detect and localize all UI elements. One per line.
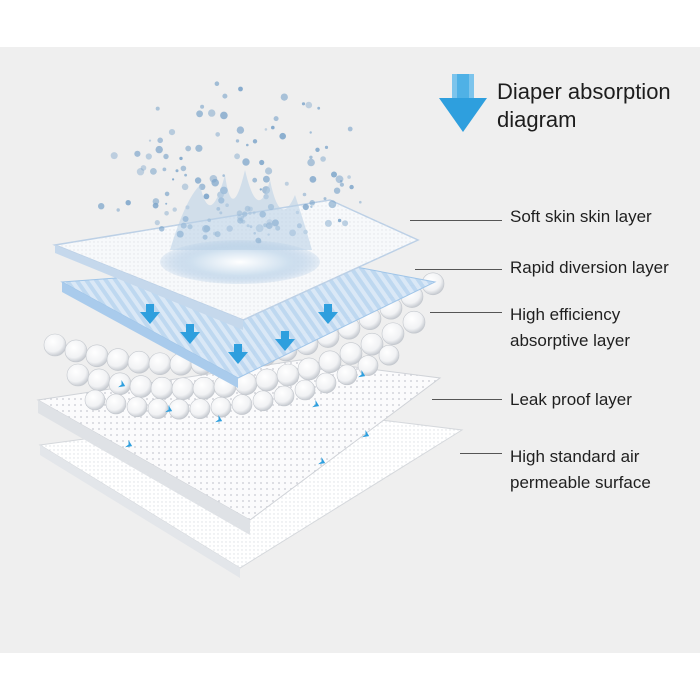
leader-line-diversion: [415, 269, 502, 270]
title-line-2: diagram: [497, 107, 577, 132]
leader-line-soft-skin: [410, 220, 502, 221]
label-line: absorptive layer: [510, 331, 631, 350]
diagram-title: Diaper absorption diagram: [497, 78, 671, 134]
label-line: Rapid diversion layer: [510, 258, 669, 277]
label-high-standard-air-permeable-surface: High standard air permeable surface: [510, 444, 651, 496]
title-line-1: Diaper absorption: [497, 79, 671, 104]
label-rapid-diversion-layer: Rapid diversion layer: [510, 255, 669, 281]
leader-line-permeable: [460, 453, 502, 454]
label-line: Soft skin skin layer: [510, 207, 652, 226]
label-line: High standard air: [510, 447, 640, 466]
water-splash: [98, 81, 362, 250]
top-soft-sheet: [52, 199, 420, 330]
down-arrow-icon: [439, 74, 487, 132]
label-line: High efficiency: [510, 305, 621, 324]
leader-line-absorptive: [430, 312, 502, 313]
flow-arrows: [117, 304, 370, 465]
label-soft-skin-layer: Soft skin skin layer: [510, 204, 652, 230]
label-line: permeable surface: [510, 473, 651, 492]
label-high-efficiency-absorptive-layer: High efficiency absorptive layer: [510, 302, 630, 354]
label-leak-proof-layer: Leak proof layer: [510, 387, 632, 413]
leader-line-leak-proof: [432, 399, 502, 400]
label-line: Leak proof layer: [510, 390, 632, 409]
